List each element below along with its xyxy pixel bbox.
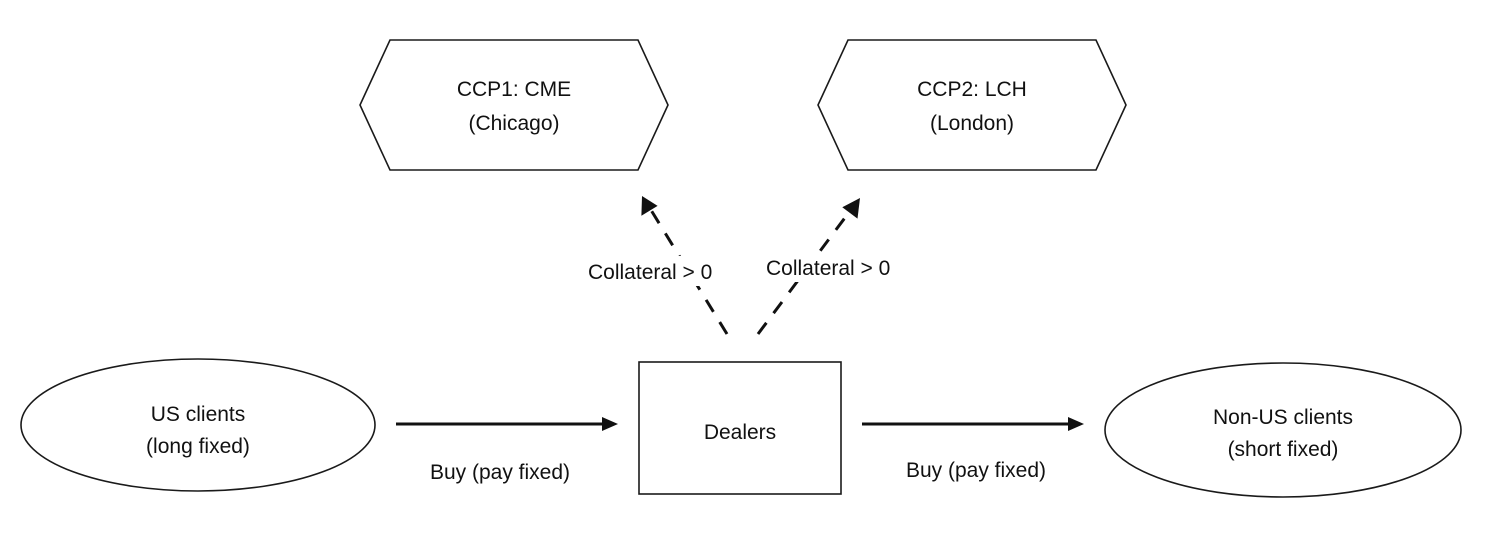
ccp1-location: (Chicago) [468,112,559,135]
ccp2-node: CCP2: LCH (London) [817,39,1127,171]
us-to-dealers-arrowhead [602,417,618,431]
dealers-to-non-us-label: Buy (pay fixed) [906,459,1046,482]
dealers-box [638,361,842,495]
collateral-label-ccp1: Collateral > 0 [588,261,712,284]
dealers-node: Dealers [638,361,842,495]
ccp2-name: CCP2: LCH [917,78,1027,101]
dealers-label: Dealers [704,421,776,444]
us-to-dealers-label: Buy (pay fixed) [430,461,570,484]
us-clients-node: US clients (long fixed) [20,358,376,492]
us-clients-name: US clients [151,403,246,426]
ccp1-arrowhead [641,196,658,216]
us-to-dealers-edge: Buy (pay fixed) [396,417,618,484]
collateral-label-ccp2: Collateral > 0 [766,257,890,280]
us-clients-ellipse [20,358,376,492]
ccp1-node: CCP1: CME (Chicago) [359,39,669,171]
non-us-clients-name: Non-US clients [1213,406,1353,429]
dealers-to-non-us-edge: Buy (pay fixed) [862,417,1084,482]
collateral-label-mask-1 [588,256,740,286]
ccp1-name: CCP1: CME [457,78,571,101]
collateral-label-mask-2 [764,252,918,282]
dealers-to-ccp1-edge [641,196,729,335]
dealers-to-non-us-arrowhead [1068,417,1084,431]
non-us-clients-ellipse [1104,362,1462,498]
non-us-clients-node: Non-US clients (short fixed) [1104,362,1462,498]
ccp1-hexagon [359,39,669,171]
us-clients-position: (long fixed) [146,435,250,458]
non-us-clients-position: (short fixed) [1228,438,1339,461]
ccp2-hexagon [817,39,1127,171]
ccp2-arrowhead [842,198,860,219]
ccp2-location: (London) [930,112,1014,135]
dealers-to-ccp2-edge [756,198,860,335]
